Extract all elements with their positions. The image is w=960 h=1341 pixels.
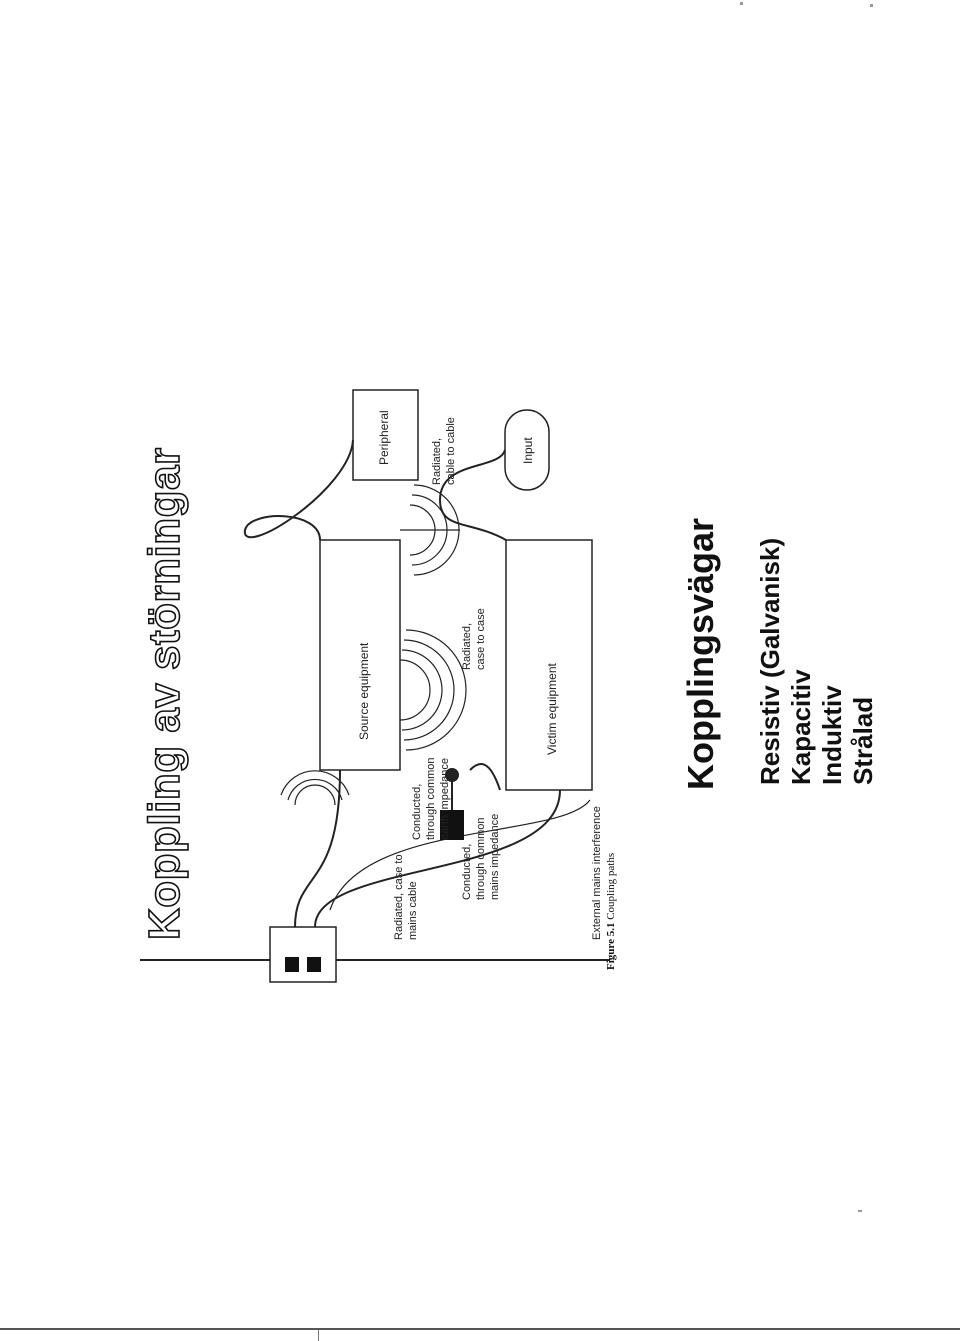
- victim-equipment-box: [505, 539, 593, 791]
- label-conducted-mains-3: mains impedance: [489, 814, 501, 900]
- page-edge-mark: [318, 1330, 319, 1341]
- label-conducted-earth-1: Conducted,: [411, 784, 423, 840]
- label-radiated-case-to-case-1: Radiated,: [461, 623, 473, 670]
- label-conducted-mains-2: through common: [475, 817, 487, 900]
- common-earth-impedance: [440, 763, 501, 840]
- source-equipment-label: Source equipment: [357, 642, 371, 740]
- scan-speck: [740, 2, 743, 5]
- label-conducted-earth-3: earth impedance: [439, 758, 451, 840]
- figure-caption: Figure 5.1 Coupling paths: [605, 853, 617, 970]
- label-radiated-case-to-mains-1: Radiated, case to: [393, 854, 405, 940]
- source-peripheral-cable: [243, 439, 354, 541]
- mains-socket: [269, 926, 337, 983]
- label-radiated-cable-to-cable-1: Radiated,: [431, 438, 443, 485]
- victim-equipment-label: Victim equipment: [545, 663, 559, 755]
- peripheral-label: Peripheral: [377, 410, 391, 465]
- label-radiated-case-to-mains-2: mains cable: [407, 881, 419, 940]
- victim-input-cable: [438, 449, 507, 541]
- coupling-types-list: Resistiv (Galvanisk) Kapacitiv Induktiv …: [755, 538, 879, 785]
- section-heading: Kopplingsvägar: [680, 517, 721, 790]
- list-item: Induktiv: [817, 685, 847, 785]
- figure-caption-text: Coupling paths: [605, 852, 617, 920]
- label-radiated-case-to-case-2: case to case: [475, 608, 487, 670]
- coupling-paths-diagram: Source equipment Victim equipment Periph…: [140, 389, 610, 983]
- scan-speck: [858, 1210, 862, 1212]
- radiated-waves-cable-to-cable: [400, 484, 460, 576]
- page-bottom-edge: [0, 1328, 960, 1330]
- figure-label: Figure 5.1: [605, 922, 617, 970]
- list-item: Kapacitiv: [786, 669, 816, 785]
- source-mains-cable: [294, 769, 341, 928]
- label-radiated-cable-to-cable-2: cable to cable: [445, 417, 457, 485]
- radiated-waves-case-to-case: [399, 629, 467, 751]
- input-label: Input: [521, 437, 535, 464]
- label-conducted-mains-1: Conducted,: [461, 844, 473, 900]
- source-equipment-box: [319, 539, 401, 771]
- list-item: Strålad: [848, 696, 878, 785]
- label-conducted-earth-2: through common: [425, 757, 437, 840]
- peripheral-box: [352, 389, 419, 481]
- label-external-mains-interference: External mains interference: [591, 806, 603, 940]
- rotated-slide-content: Koppling av störningar Source equipment …: [139, 120, 920, 1000]
- scan-speck: [870, 4, 873, 7]
- radiated-waves-case-to-mains: [280, 770, 350, 806]
- list-item: Resistiv (Galvanisk): [755, 537, 785, 785]
- victim-mains-cable: [314, 789, 561, 928]
